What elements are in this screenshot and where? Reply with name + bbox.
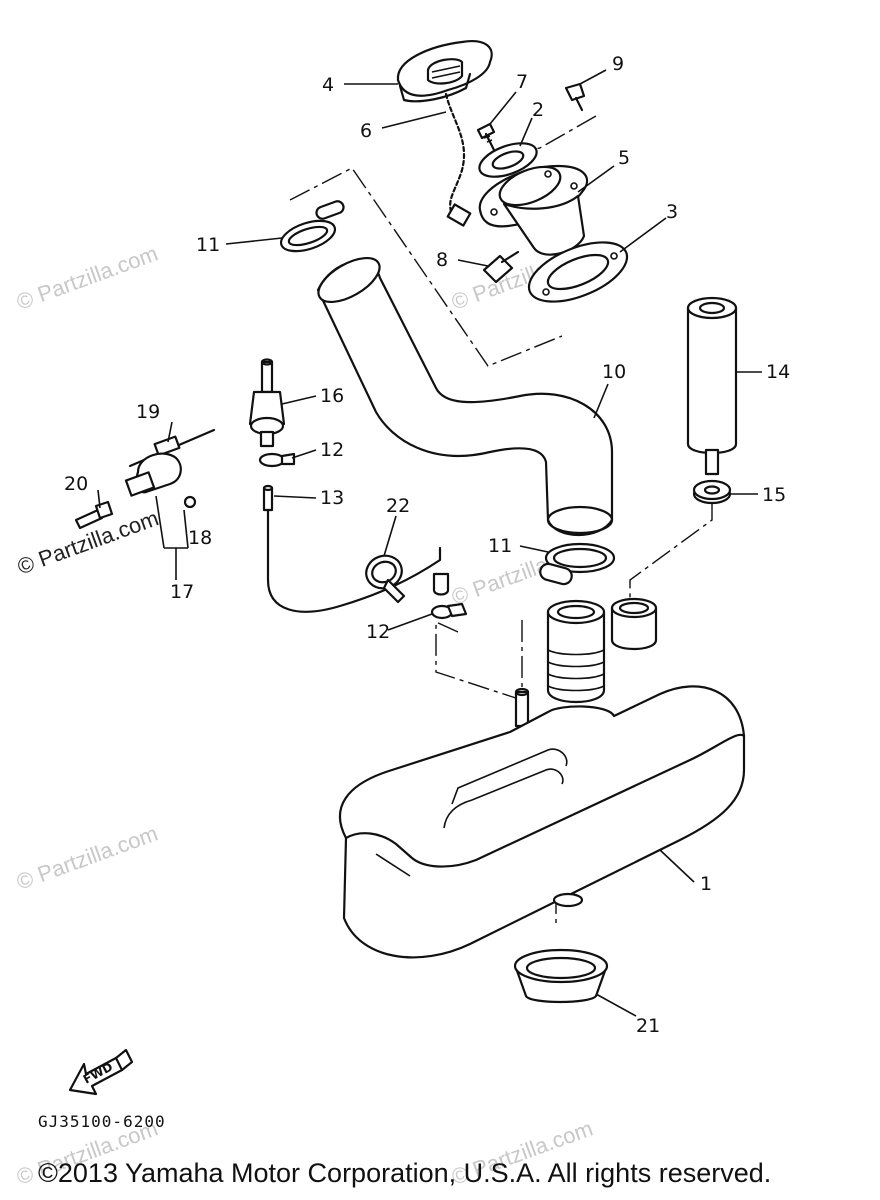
breather-grommet <box>692 479 732 505</box>
callout-4: 4 <box>322 74 334 96</box>
watermark: © Partzilla.com <box>13 241 161 315</box>
fuel-hose <box>262 484 450 613</box>
callout-10: 10 <box>602 361 626 383</box>
diagram-code: GJ35100-6200 <box>38 1112 166 1131</box>
hose-clamp-22 <box>365 554 406 604</box>
callout-labels: 4 6 7 9 2 5 8 3 11 10 14 15 16 12 13 22 … <box>64 53 790 1037</box>
hose-clip-lower <box>430 602 468 620</box>
tank-filler-spout <box>546 599 606 704</box>
breather-pipe <box>686 296 738 476</box>
filler-bolt <box>482 250 520 284</box>
cap-retaining-chain <box>444 92 472 227</box>
callout-20: 20 <box>64 473 88 495</box>
filler-gasket <box>478 142 538 178</box>
callout-21: 21 <box>636 1015 660 1037</box>
callout-9: 9 <box>612 53 624 75</box>
watermark-layer: © Partzilla.com © Partzilla.com © Partzi… <box>13 241 596 1190</box>
neck-gasket <box>527 241 629 303</box>
hose-clamp-lower <box>539 542 616 586</box>
callout-1: 1 <box>700 873 712 895</box>
callout-14: 14 <box>766 361 790 383</box>
fuel-filter <box>248 358 286 448</box>
callout-11-lower: 11 <box>488 535 512 557</box>
callout-12-lower: 12 <box>366 621 390 643</box>
tank-fuel-outlet <box>514 687 530 728</box>
callout-11-upper: 11 <box>196 234 220 256</box>
filler-neck <box>478 164 589 256</box>
tank-breather-spout <box>610 597 658 650</box>
callout-15: 15 <box>762 484 786 506</box>
tank-drain <box>552 892 584 908</box>
hose-clip-upper <box>258 452 296 468</box>
watermark: © Partzilla.com <box>13 821 161 895</box>
callout-18: 18 <box>188 527 212 549</box>
drain-cap <box>513 948 609 1004</box>
filler-hose <box>316 256 614 537</box>
callout-3: 3 <box>666 201 678 223</box>
filter-bracket-assembly <box>74 428 216 580</box>
callout-2: 2 <box>532 99 544 121</box>
callout-17: 17 <box>170 581 194 603</box>
hose-clamp-upper <box>279 200 345 253</box>
leader-lines <box>97 69 762 1017</box>
callout-8: 8 <box>436 249 448 271</box>
callout-19: 19 <box>136 401 160 423</box>
callout-16: 16 <box>320 385 344 407</box>
fuel-cap <box>396 40 493 103</box>
forward-arrow-icon: FWD <box>68 1048 134 1096</box>
copyright-notice: ©2013 Yamaha Motor Corporation, U.S.A. A… <box>38 1158 772 1188</box>
callout-6: 6 <box>360 120 372 142</box>
fuel-tank <box>338 685 746 959</box>
callout-22: 22 <box>386 495 410 517</box>
callout-7: 7 <box>516 71 528 93</box>
callout-13: 13 <box>320 487 344 509</box>
self-tapping-screw <box>564 82 586 112</box>
screw <box>476 122 496 152</box>
callout-5: 5 <box>618 147 630 169</box>
callout-12-upper: 12 <box>320 439 344 461</box>
